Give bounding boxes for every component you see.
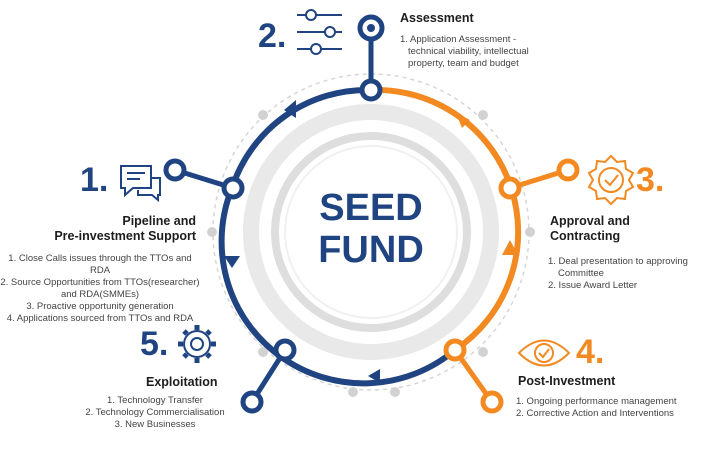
center-label-line1: SEED [319, 187, 422, 229]
list-item: 2. Technology Commercialisation [85, 407, 225, 418]
ring-arc-blue-top [229, 86, 372, 189]
gear-icon [178, 325, 216, 363]
step-1-number: 1. [80, 161, 109, 199]
ring-nodes [221, 78, 522, 362]
end-node-step-4 [480, 390, 504, 414]
step-1-title-line1: Pipeline and [122, 214, 196, 228]
step-1-list: 1. Close Calls issues through the TTOs a… [0, 253, 200, 325]
node-step-2 [359, 78, 383, 102]
list-item: 2. Source Opportunities from TTOs(resear… [0, 277, 200, 288]
list-item: 2. Issue Award Letter [548, 280, 638, 291]
list-item: 4. Applications sourced from TTOs and RD… [6, 313, 194, 324]
list-item: 3. New Businesses [114, 419, 196, 430]
list-item: 3. Proactive opportunity generation [26, 301, 174, 312]
list-item: 2. Corrective Action and Interventions [516, 408, 674, 419]
step-3-title-line2: Contracting [550, 229, 621, 243]
step-4-number: 4. [576, 333, 605, 371]
step-3-title: Approval and Contracting [550, 214, 630, 244]
node-step-1 [221, 176, 245, 200]
ring-dots [207, 110, 535, 397]
step-2-title: Assessment [400, 11, 474, 25]
end-node-step-1 [163, 158, 187, 182]
arrow-icon [284, 100, 296, 118]
node-step-4 [443, 338, 467, 362]
center-label-line2: FUND [318, 229, 424, 271]
step-1-title-line2: Pre-investment Support [54, 229, 196, 243]
step-3-number: 3. [636, 161, 665, 199]
end-nodes [163, 14, 580, 414]
step-1-title: Pipeline and Pre-investment Support [6, 214, 196, 244]
step-2-number: 2. [258, 17, 287, 55]
center-disc [284, 145, 458, 319]
arrow-icon [224, 256, 240, 268]
step-2-list: 1. Application Assessment - technical vi… [400, 34, 570, 70]
arrow-icon [368, 369, 380, 383]
list-item: 1. Technology Transfer [107, 395, 203, 406]
sliders-icon [297, 9, 342, 55]
chat-bubbles-icon [120, 165, 161, 203]
arrow-icon [502, 240, 518, 255]
list-item: and RDA(SMMEs) [60, 289, 140, 300]
list-item: 1. Close Calls issues through the TTOs a… [8, 253, 192, 276]
eye-icon [517, 339, 571, 367]
list-item: Committee [558, 268, 604, 279]
node-step-3 [498, 176, 522, 200]
end-node-step-5 [240, 390, 264, 414]
list-item: property, team and budget [408, 58, 519, 69]
step-3-list: 1. Deal presentation to approving Commit… [548, 256, 708, 292]
arrow-icon [456, 113, 470, 128]
list-item: 1. Application Assessment - [400, 34, 517, 45]
list-item: technical viability, intellectual [408, 46, 529, 57]
step-5-number: 5. [140, 325, 169, 363]
node-step-5 [273, 338, 297, 362]
step-5-list: 1. Technology Transfer 2. Technology Com… [70, 395, 240, 431]
approval-badge-icon [587, 154, 635, 206]
step-4-title: Post-Investment [518, 374, 616, 388]
step-5-title: Exploitation [146, 375, 218, 389]
list-item: 1. Deal presentation to approving [548, 256, 688, 267]
step-3-title-line1: Approval and [550, 214, 630, 228]
end-node-step-3 [556, 158, 580, 182]
inner-shadow-ring [243, 104, 499, 360]
list-item: 1. Ongoing performance management [516, 396, 677, 407]
step-4-list: 1. Ongoing performance management 2. Cor… [516, 396, 706, 420]
